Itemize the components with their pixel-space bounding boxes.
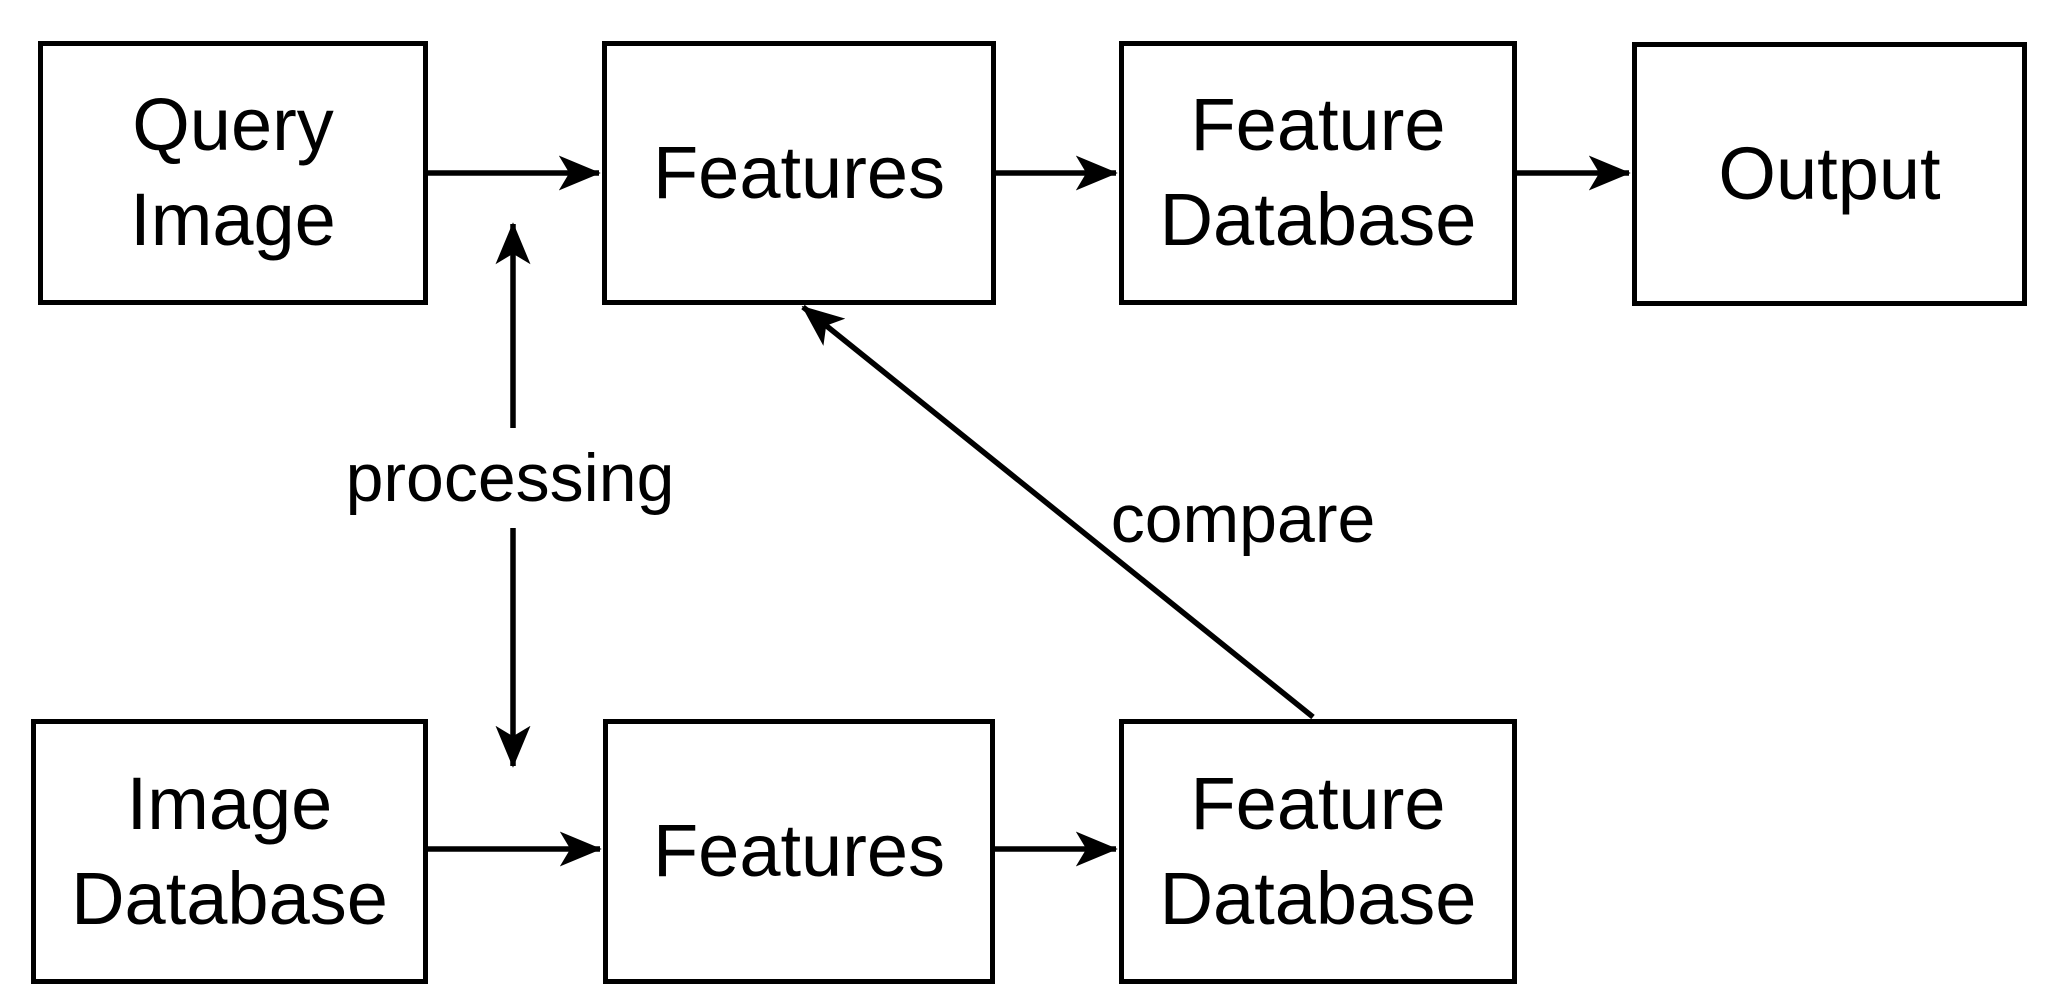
- edge-label-compare: compare: [1110, 481, 1376, 557]
- box-feature-database-top-label: Feature Database: [1159, 83, 1477, 261]
- box-feature-database-bottom: Feature Database: [1119, 719, 1517, 984]
- box-image-database-label: Image Database: [71, 761, 388, 940]
- box-feature-database-bottom-label: Feature Database: [1159, 761, 1477, 940]
- arrow-compare-feature-database-to-features: [801, 304, 1315, 720]
- edge-label-processing: processing: [337, 428, 683, 528]
- box-query-image: Query Image: [38, 41, 428, 305]
- box-output: Output: [1632, 42, 2027, 306]
- box-features-top-label: Features: [652, 130, 946, 214]
- box-image-database: Image Database: [31, 719, 428, 984]
- box-output-label: Output: [1718, 131, 1941, 215]
- box-query-image-label: Query Image: [130, 83, 336, 261]
- box-features-bottom-label: Features: [652, 809, 946, 893]
- box-features-top: Features: [602, 41, 996, 305]
- box-feature-database-top: Feature Database: [1119, 41, 1517, 305]
- box-features-bottom: Features: [603, 719, 995, 984]
